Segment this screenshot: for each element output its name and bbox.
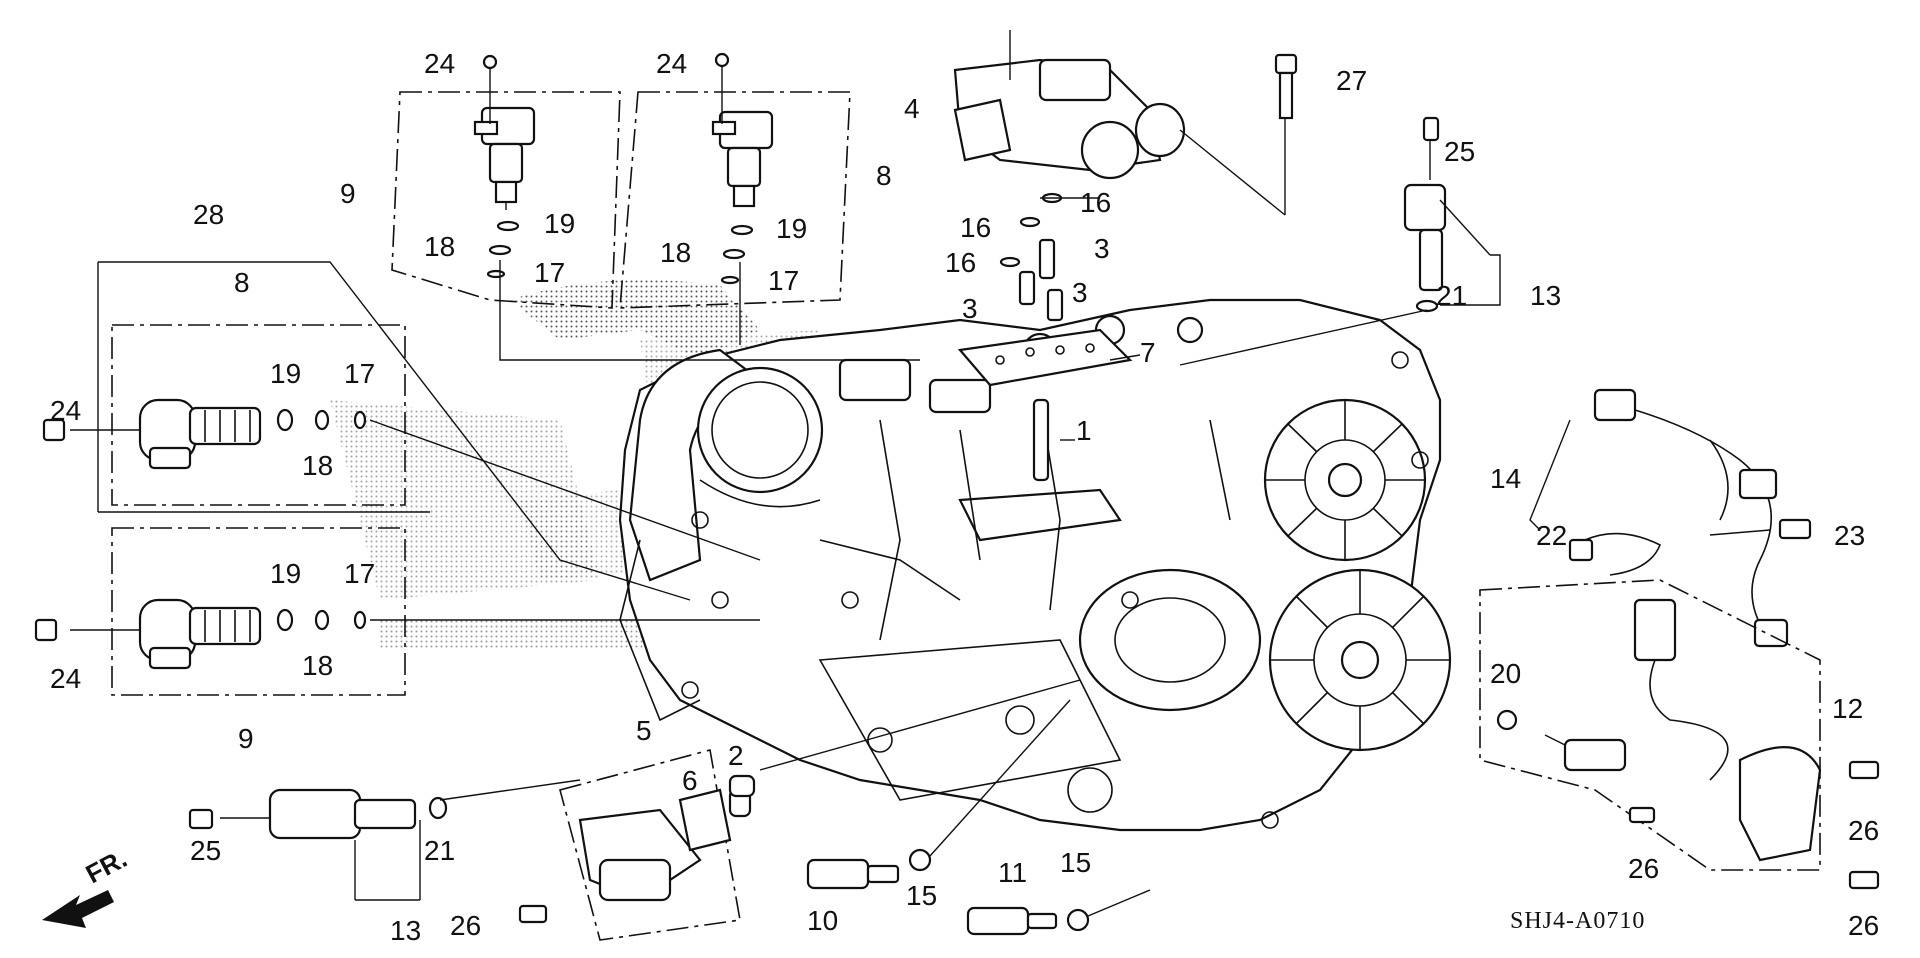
callout-26: 26 — [1848, 910, 1879, 941]
callout-14: 14 — [1490, 463, 1521, 494]
callout-9: 9 — [340, 178, 356, 209]
callout-24: 24 — [656, 48, 687, 79]
pipes-and-plate — [957, 192, 1133, 482]
diagram-code: SHJ4-A0710 — [1510, 908, 1645, 934]
callout-26: 26 — [450, 910, 481, 941]
callout-12: 12 — [1832, 693, 1863, 724]
callout-3: 3 — [1094, 233, 1110, 264]
callout-28: 28 — [193, 199, 224, 230]
callout-24: 24 — [424, 48, 455, 79]
callout-19: 19 — [544, 208, 575, 239]
bolts-26-right — [1628, 760, 1880, 890]
speed-sensor-13-top — [1179, 116, 1491, 366]
callout-6: 6 — [682, 765, 698, 796]
callout-17: 17 — [344, 558, 375, 589]
seal-rings-top — [486, 220, 754, 285]
dowel-2 — [728, 679, 1081, 798]
callout-18: 18 — [424, 231, 455, 262]
callout-19: 19 — [270, 358, 301, 389]
front-direction-arrow — [42, 890, 114, 928]
callout-8: 8 — [234, 267, 250, 298]
sensors-10-11 — [806, 699, 1151, 936]
callout-17: 17 — [768, 265, 799, 296]
callout-17: 17 — [344, 358, 375, 389]
callout-26: 26 — [1628, 853, 1659, 884]
front-label: FR. — [81, 843, 132, 889]
wire-harness-14 — [1568, 388, 1789, 648]
callout-18: 18 — [302, 450, 333, 481]
callout-5: 5 — [636, 715, 652, 746]
callout-2: 2 — [728, 740, 744, 771]
solenoid-kit-top-left — [391, 54, 621, 309]
callout-15: 15 — [1060, 847, 1091, 878]
callout-25: 25 — [1444, 136, 1475, 167]
callout-24: 24 — [50, 395, 81, 426]
sensors-lower-left — [188, 749, 752, 941]
callout-10: 10 — [807, 905, 838, 936]
callout-19: 19 — [776, 213, 807, 244]
bolt-27 — [1274, 53, 1298, 120]
callout-4: 4 — [904, 93, 920, 124]
callout-22: 22 — [1536, 520, 1567, 551]
callout-20: 20 — [1490, 658, 1521, 689]
callout-25: 25 — [190, 835, 221, 866]
callout-1: 1 — [1076, 415, 1092, 446]
callout-18: 18 — [302, 650, 333, 681]
callout-16: 16 — [1080, 187, 1111, 218]
callout-3: 3 — [1072, 277, 1088, 308]
callout-21: 21 — [424, 835, 455, 866]
callout-26: 26 — [1848, 815, 1879, 846]
solenoid-kit-top-center — [619, 52, 851, 309]
callout-8: 8 — [876, 160, 892, 191]
callout-16: 16 — [945, 247, 976, 278]
callout-11: 11 — [998, 857, 1027, 888]
solenoid-assembly-28 — [34, 261, 761, 696]
callout-21: 21 — [1436, 280, 1467, 311]
callout-19: 19 — [270, 558, 301, 589]
callout-27: 27 — [1336, 65, 1367, 96]
callout-17: 17 — [534, 257, 565, 288]
linear-solenoid-4 — [953, 30, 1286, 216]
callout-23: 23 — [1834, 520, 1865, 551]
callout-24: 24 — [50, 663, 81, 694]
callout-16: 16 — [960, 212, 991, 243]
sensor-assembly-12 — [1479, 579, 1822, 871]
transmission-housing — [618, 298, 1452, 832]
callout-7: 7 — [1140, 337, 1156, 368]
callout-15: 15 — [906, 880, 937, 911]
callout-labels: 28 24 24 24 24 27 4 25 25 9 9 8 8 19 19 … — [50, 48, 1879, 946]
callout-3: 3 — [962, 293, 978, 324]
callout-13: 13 — [390, 915, 421, 946]
callout-18: 18 — [660, 237, 691, 268]
callout-9: 9 — [238, 723, 254, 754]
bolt-23 — [1778, 518, 1812, 540]
leader-lines — [354, 197, 1571, 901]
callout-13: 13 — [1530, 280, 1561, 311]
